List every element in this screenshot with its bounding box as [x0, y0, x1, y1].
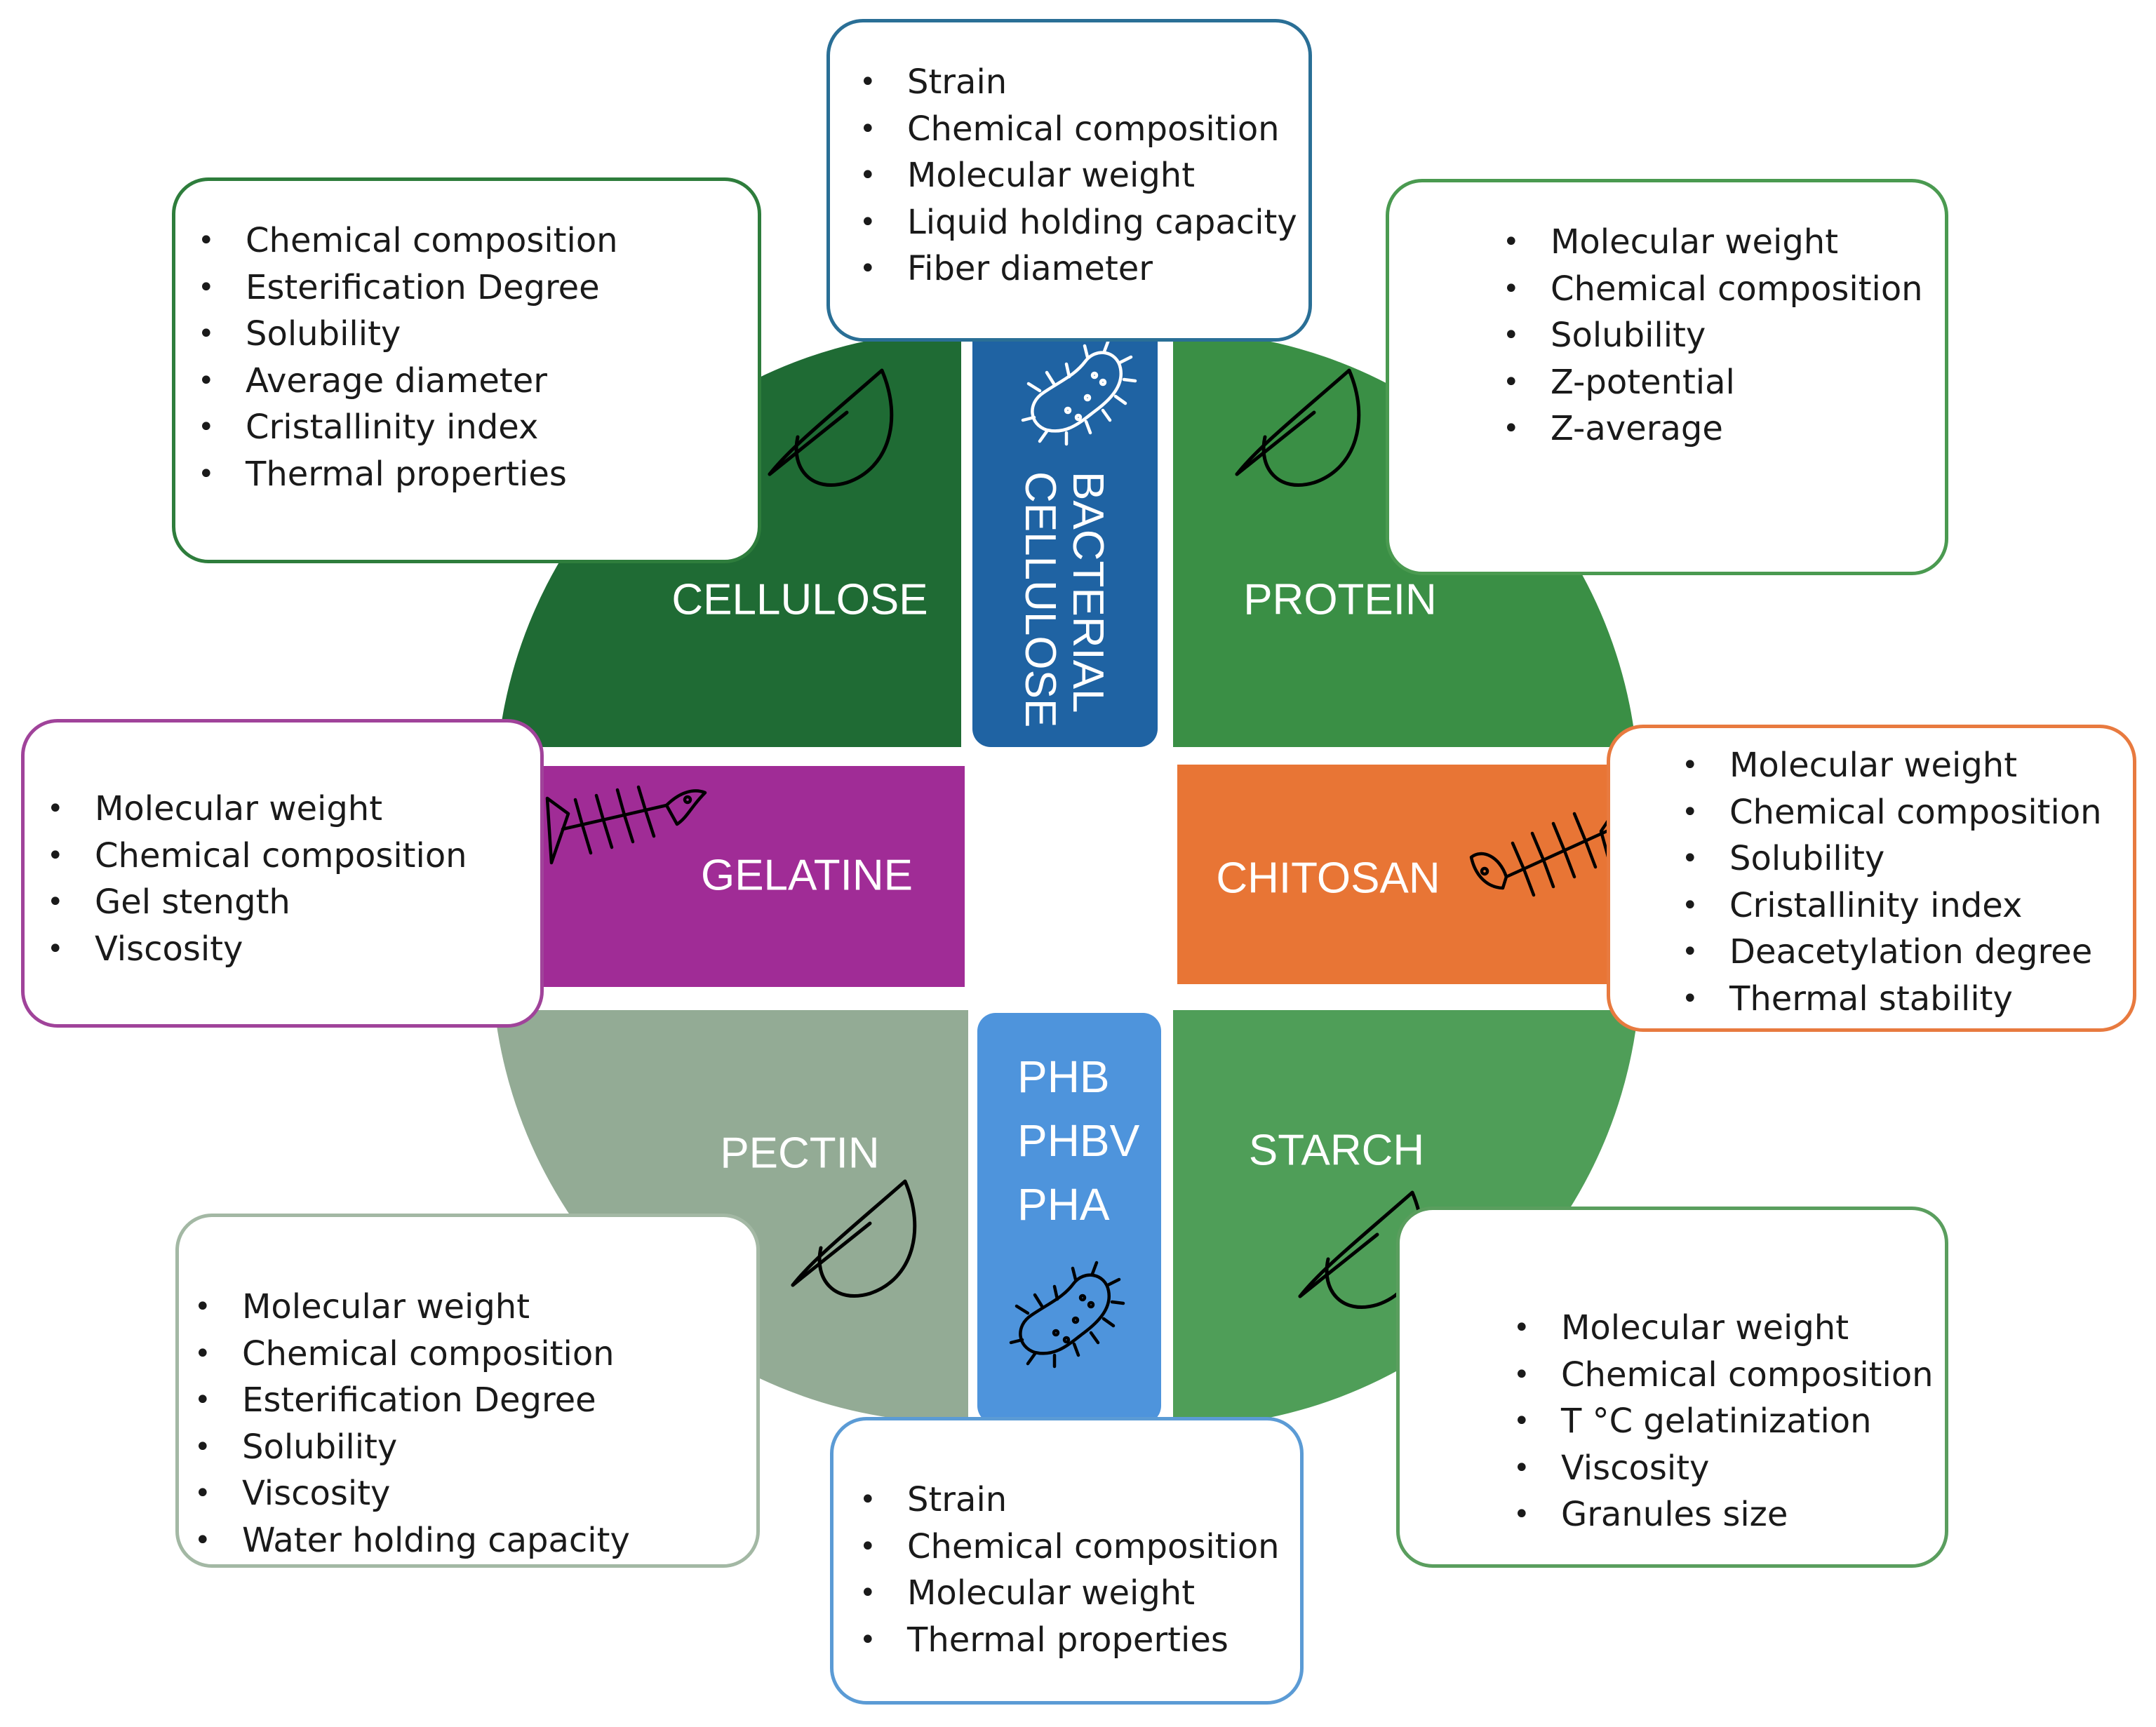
chitosan-label: CHITOSAN [1216, 854, 1440, 903]
leaf-icon [793, 1181, 915, 1296]
pha-properties-list: Strain Chemical composition Molecular we… [859, 1477, 1300, 1664]
list-item: Z-potential [1503, 359, 1945, 406]
list-item: Esterification Degree [198, 264, 758, 311]
list-item: Solubility [198, 311, 758, 358]
list-item: Gel stength [47, 879, 540, 926]
list-item: Liquid holding capacity [859, 199, 1308, 246]
leaf-icon [1237, 370, 1359, 485]
list-item: Molecular weight [194, 1284, 756, 1331]
starch-properties-box: Molecular weight Chemical composition T … [1396, 1207, 1948, 1568]
list-item: Viscosity [1513, 1445, 1945, 1492]
list-item: Cristallinity index [198, 404, 758, 451]
list-item: Chemical composition [1503, 266, 1945, 313]
bacterial-label-line1: BACTERIAL [1064, 471, 1112, 713]
phb-label: PHB [1017, 1051, 1110, 1102]
bacterial-cellulose-bar [972, 321, 1158, 747]
list-item: Strain [859, 59, 1308, 106]
list-item: Molecular weight [1513, 1305, 1945, 1352]
list-item: Molecular weight [1682, 742, 2133, 789]
list-item: Strain [859, 1477, 1300, 1524]
bacterial-cellulose-properties-box: Strain Chemical composition Molecular we… [826, 19, 1312, 342]
pha-label: PHA [1017, 1179, 1110, 1230]
chitosan-properties-list: Molecular weight Chemical composition So… [1682, 742, 2133, 1023]
list-item: Thermal stability [1682, 976, 2133, 1023]
list-item: Chemical composition [194, 1331, 756, 1378]
list-item: Chemical composition [859, 106, 1308, 153]
list-item: Esterification Degree [194, 1377, 756, 1424]
gelatine-bar [488, 766, 965, 987]
protein-properties-box: Molecular weight Chemical composition So… [1386, 179, 1948, 575]
bacterial-cellulose-label: BACTERIAL CELLULOSE [1016, 471, 1112, 728]
list-item: Cristallinity index [1682, 882, 2133, 929]
chitosan-properties-box: Molecular weight Chemical composition So… [1607, 725, 2136, 1032]
list-item: Deacetylation degree [1682, 929, 2133, 976]
pectin-properties-list: Molecular weight Chemical composition Es… [194, 1284, 756, 1564]
starch-label: STARCH [1248, 1126, 1425, 1175]
list-item: Solubility [194, 1424, 756, 1471]
list-item: Solubility [1682, 835, 2133, 882]
list-item: Chemical composition [1513, 1352, 1945, 1399]
fish-skeleton-icon [547, 787, 705, 863]
list-item: Viscosity [194, 1470, 756, 1517]
list-item: Chemical composition [859, 1524, 1300, 1571]
gelatine-properties-list: Molecular weight Chemical composition Ge… [47, 786, 540, 973]
cellulose-properties-box: Chemical composition Esterification Degr… [172, 177, 761, 563]
list-item: Solubility [1503, 312, 1945, 359]
bacterial-cellulose-properties-list: Strain Chemical composition Molecular we… [859, 59, 1308, 293]
list-item: Fiber diameter [859, 246, 1308, 293]
cellulose-properties-list: Chemical composition Esterification Degr… [198, 217, 758, 498]
gelatine-label: GELATINE [700, 851, 913, 900]
pha-labels: PHB PHBV PHA [1017, 1045, 1139, 1237]
list-item: Molecular weight [47, 786, 540, 833]
list-item: Viscosity [47, 926, 540, 973]
starch-properties-list: Molecular weight Chemical composition T … [1513, 1305, 1945, 1538]
list-item: Molecular weight [1503, 219, 1945, 266]
bacterium-icon [1023, 340, 1135, 444]
list-item: Chemical composition [1682, 789, 2133, 836]
pectin-properties-box: Molecular weight Chemical composition Es… [175, 1214, 760, 1568]
list-item: Chemical composition [198, 217, 758, 264]
list-item: Water holding capacity [194, 1517, 756, 1564]
cellulose-label: CELLULOSE [671, 575, 928, 624]
pha-properties-box: Strain Chemical composition Molecular we… [830, 1417, 1304, 1705]
list-item: Z-average [1503, 405, 1945, 452]
list-item: Molecular weight [859, 152, 1308, 199]
list-item: Thermal properties [859, 1617, 1300, 1664]
list-item: Average diameter [198, 358, 758, 405]
list-item: Granules size [1513, 1491, 1945, 1538]
leaf-icon [770, 370, 892, 485]
pectin-label: PECTIN [720, 1129, 880, 1178]
bacterial-label-line2: CELLULOSE [1016, 471, 1064, 728]
protein-properties-list: Molecular weight Chemical composition So… [1503, 219, 1945, 452]
phbv-label: PHBV [1017, 1115, 1140, 1166]
list-item: Thermal properties [198, 451, 758, 498]
list-item: T °C gelatinization [1513, 1398, 1945, 1445]
list-item: Molecular weight [859, 1570, 1300, 1617]
protein-label: PROTEIN [1243, 575, 1437, 624]
bacterium-icon [1011, 1263, 1123, 1366]
list-item: Chemical composition [47, 833, 540, 880]
gelatine-properties-box: Molecular weight Chemical composition Ge… [21, 719, 544, 1028]
